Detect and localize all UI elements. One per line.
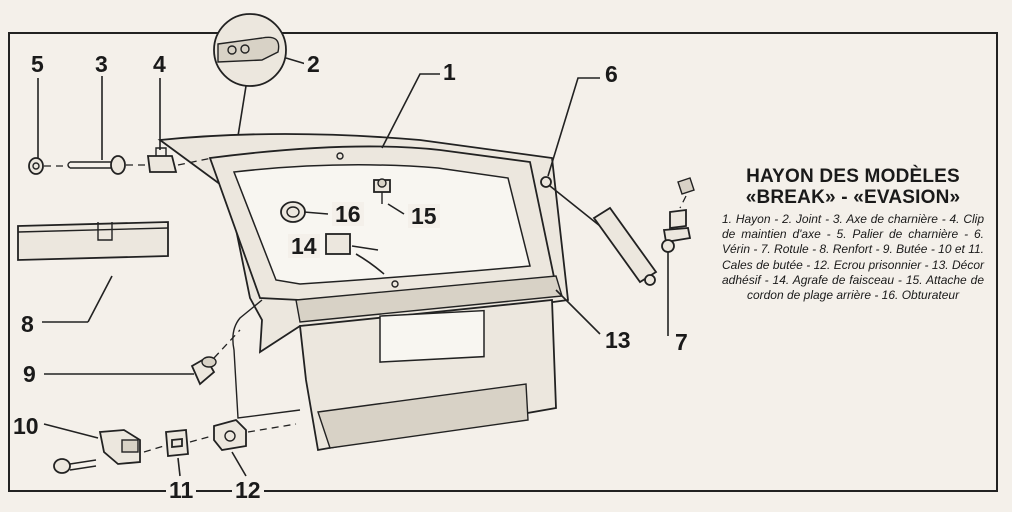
stop-drawing — [190, 356, 217, 386]
legend-title-line-2: «BREAK» - «EVASION» — [745, 187, 961, 208]
plug-drawing — [280, 201, 306, 223]
callout-15: 15 — [408, 204, 440, 228]
axis-line-9 — [213, 329, 241, 359]
axis-line-4 — [177, 157, 213, 166]
seal-leader-line — [237, 85, 247, 137]
leader-lines — [37, 57, 669, 477]
callout-14: 14 — [288, 234, 320, 258]
callout-13: 13 — [602, 328, 634, 352]
callout-8: 8 — [18, 312, 37, 336]
axis-line-11 — [189, 435, 213, 443]
axis-line-12 — [247, 423, 297, 433]
callout-12: 12 — [232, 478, 264, 502]
reinforcement-drawing — [17, 221, 169, 261]
legend-title-line-1: HAYON DES MODÈLES — [746, 166, 960, 187]
stop-shim-small-drawing — [165, 429, 189, 457]
legend-block: HAYON DES MODÈLES «BREAK» - «EVASION» 1.… — [722, 166, 984, 304]
callout-1: 1 — [440, 60, 459, 84]
callout-5: 5 — [28, 52, 47, 76]
cord-fastener-drawing — [373, 178, 391, 204]
axis-line-10 — [143, 445, 165, 453]
callout-2: 2 — [304, 52, 323, 76]
callout-9: 9 — [20, 362, 39, 386]
tailgate-drawing — [157, 133, 569, 452]
callout-4: 4 — [150, 52, 169, 76]
legend-title: HAYON DES MODÈLES «BREAK» - «EVASION» — [722, 166, 984, 208]
pin-clip-drawing — [146, 147, 178, 173]
hinge-bearing-drawing — [28, 157, 44, 175]
callout-6: 6 — [602, 62, 621, 86]
legend-text: 1. Hayon - 2. Joint - 3. Axe de charnièr… — [722, 212, 984, 303]
callout-10: 10 — [10, 414, 42, 438]
diagram-frame — [8, 32, 998, 492]
callout-11: 11 — [166, 478, 197, 502]
axis-line-7 — [679, 195, 687, 209]
ball-joint-drawing — [661, 177, 695, 253]
callout-3: 3 — [92, 52, 111, 76]
callout-16: 16 — [332, 202, 364, 226]
gas-strut-drawing — [540, 176, 658, 286]
hinge-pin-drawing — [67, 155, 126, 175]
stop-shim-drawing — [98, 429, 141, 465]
callout-7: 7 — [672, 330, 691, 354]
bolt-drawing — [53, 458, 97, 474]
captive-nut-drawing — [213, 418, 247, 451]
harness-clip-drawing — [325, 233, 351, 255]
seal-wire — [232, 299, 301, 419]
seal-detail-drawing — [213, 13, 287, 87]
